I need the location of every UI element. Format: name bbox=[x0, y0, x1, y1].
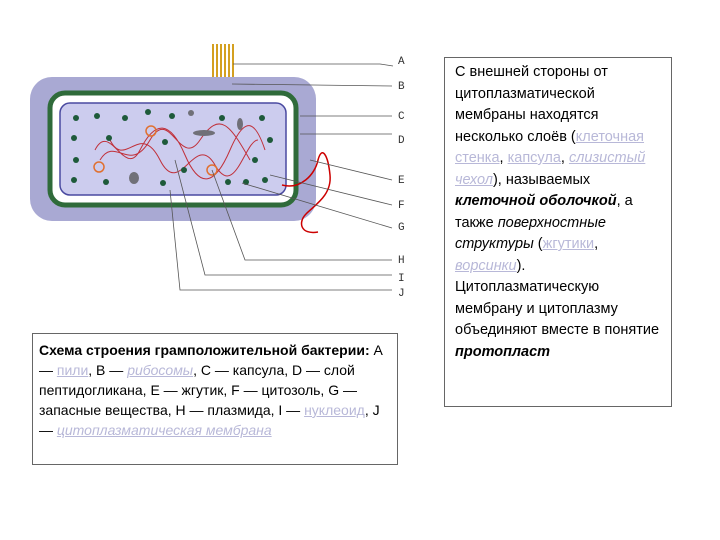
label-i: I bbox=[398, 273, 405, 285]
term-cell-envelope: клеточной оболочкой bbox=[455, 193, 617, 209]
label-d: D bbox=[398, 135, 405, 147]
caption-j-prefix: , J — bbox=[39, 402, 380, 438]
leader-lines bbox=[169, 63, 394, 291]
side-c2: , bbox=[560, 150, 569, 166]
link-capsule[interactable]: капсула bbox=[507, 150, 561, 166]
label-f: F bbox=[398, 200, 405, 212]
side-p3: , а также bbox=[455, 193, 633, 231]
side-c3: , bbox=[594, 236, 599, 252]
nucleoid bbox=[94, 123, 266, 180]
link-nucleoid[interactable]: нуклеоид bbox=[304, 402, 365, 418]
term-surface-structures: поверхностные структуры bbox=[455, 214, 606, 253]
label-b: B bbox=[398, 81, 405, 93]
link-pili[interactable]: пили bbox=[56, 362, 89, 378]
link-cell-wall[interactable]: клеточная стенка bbox=[455, 128, 645, 167]
label-c: C bbox=[398, 111, 405, 123]
link-flagella[interactable]: жгутики bbox=[542, 236, 595, 252]
diagram-caption: Схема строения грамположительной бактери… bbox=[32, 333, 398, 465]
cytoplasm bbox=[59, 102, 287, 196]
link-slime-layer[interactable]: слизистый чехол bbox=[455, 150, 646, 188]
flagellum bbox=[281, 152, 331, 234]
caption-mid: , C — капсула, D — слой пептидогликана, … bbox=[39, 362, 357, 418]
link-villi[interactable]: ворсинки bbox=[455, 257, 517, 274]
plasmids bbox=[93, 125, 218, 176]
link-ribosomes[interactable]: рибосомы bbox=[127, 362, 194, 378]
caption-a-prefix: A — bbox=[39, 342, 383, 378]
term-protoplast: протопласт bbox=[455, 343, 551, 360]
caption-b-prefix: , B — bbox=[88, 362, 124, 378]
side-p5: ). Цитоплазматическую мембрану и цитопла… bbox=[455, 257, 660, 339]
storage-granules bbox=[129, 110, 243, 184]
link-membrane[interactable]: цитоплазматическая мембрана bbox=[56, 422, 272, 438]
ribosomes bbox=[71, 109, 273, 186]
side-text-box: С внешней стороны от цитоплазматической … bbox=[444, 57, 672, 407]
side-c1: , bbox=[499, 150, 508, 166]
side-p1: С внешней стороны от цитоплазматической … bbox=[455, 64, 608, 145]
structure-labels: A B C D E F G H I J bbox=[398, 56, 405, 300]
label-g: G bbox=[398, 222, 405, 234]
label-h: H bbox=[398, 255, 405, 267]
side-p2: ), называемых bbox=[492, 171, 591, 188]
label-a: A bbox=[398, 56, 405, 68]
caption-title: Схема строения грамположительной бактери… bbox=[39, 342, 370, 358]
label-j: J bbox=[398, 288, 405, 300]
side-p4: ( bbox=[533, 236, 543, 252]
label-e: E bbox=[398, 175, 405, 187]
